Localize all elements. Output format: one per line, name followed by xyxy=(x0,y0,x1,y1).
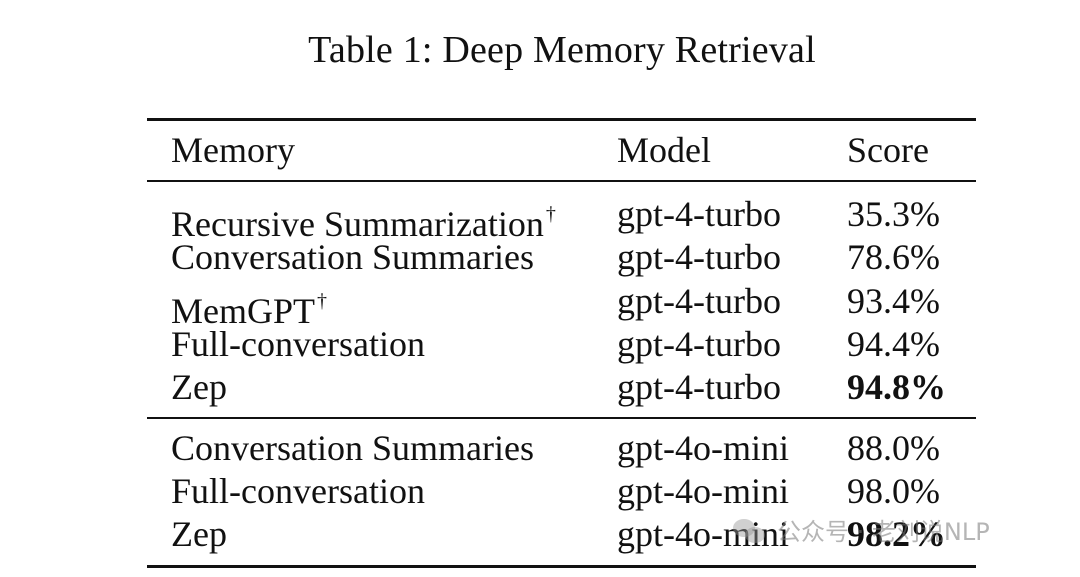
table-row-5-score: 94.8% xyxy=(847,367,946,407)
table-row-4-model: gpt-4-turbo xyxy=(617,324,781,364)
table-row-4-score: 94.4% xyxy=(847,324,940,364)
table-row-6-score: 88.0% xyxy=(847,428,940,468)
table-row-8-memory: Zep xyxy=(171,514,227,554)
watermark-text: 公众号 · 老刘说NLP xyxy=(777,518,990,546)
table-row-2-memory: Conversation Summaries xyxy=(171,237,534,277)
table-row-5-memory: Zep xyxy=(171,367,227,407)
table-header-rule xyxy=(147,180,976,182)
table-row-7-memory: Full-conversation xyxy=(171,471,425,511)
table-row-3-model: gpt-4-turbo xyxy=(617,281,781,321)
dagger-mark: † xyxy=(317,290,327,312)
table-row-8-model: gpt-4o-mini xyxy=(617,514,789,554)
header-model: Model xyxy=(617,130,711,170)
table-group-rule xyxy=(147,417,976,419)
header-memory: Memory xyxy=(171,130,295,170)
table-row-8-score: 98.2% xyxy=(847,514,946,554)
table-row-2-model: gpt-4-turbo xyxy=(617,237,781,277)
wechat-icon xyxy=(733,515,769,545)
table-row-7-model: gpt-4o-mini xyxy=(617,471,789,511)
table-top-rule xyxy=(147,118,976,121)
table-row-1-model: gpt-4-turbo xyxy=(617,194,781,234)
dagger-mark: † xyxy=(545,203,556,225)
table-row-2-score: 78.6% xyxy=(847,237,940,277)
watermark: 公众号 · 老刘说NLP xyxy=(733,512,990,547)
table-row-3-memory: MemGPT† xyxy=(171,290,327,331)
table-row-7-score: 98.0% xyxy=(847,471,940,511)
table-row-6-memory: Conversation Summaries xyxy=(171,428,534,468)
table-row-3-score: 93.4% xyxy=(847,281,940,321)
table-row-5-model: gpt-4-turbo xyxy=(617,367,781,407)
table-row-4-memory: Full-conversation xyxy=(171,324,425,364)
table-caption: Table 1: Deep Memory Retrieval xyxy=(308,29,816,71)
table-row-6-model: gpt-4o-mini xyxy=(617,428,789,468)
table-row-1-memory: Recursive Summarization† xyxy=(171,203,556,244)
header-score: Score xyxy=(847,130,929,170)
table-row-1-score: 35.3% xyxy=(847,194,940,234)
table-bottom-rule xyxy=(147,565,976,568)
